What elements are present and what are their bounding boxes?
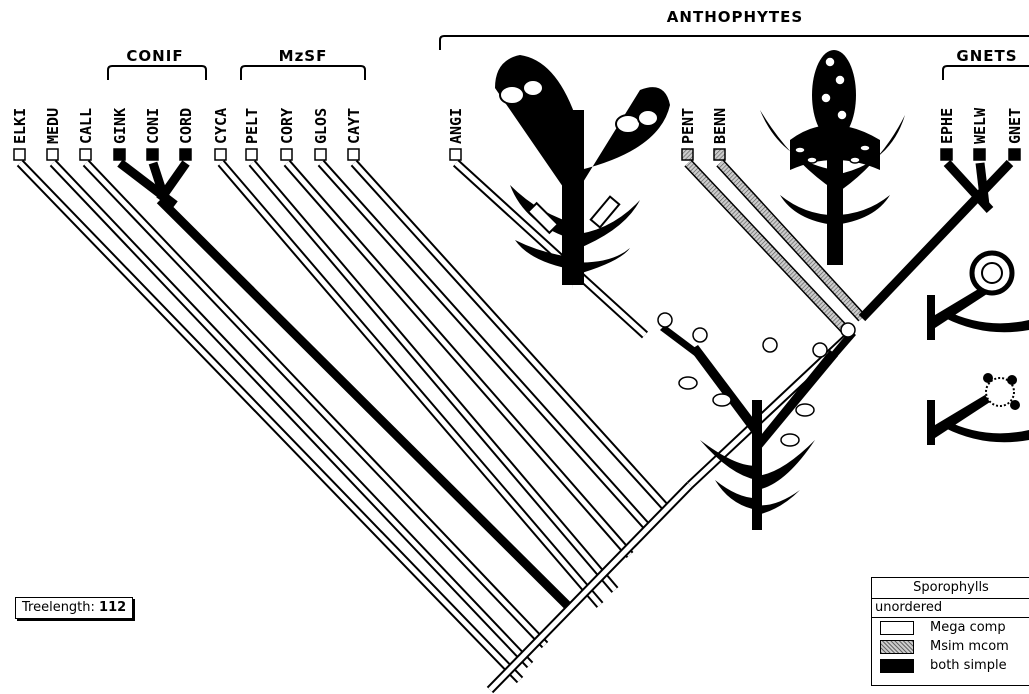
character-state-box [180,149,191,160]
branch-segment [160,200,568,606]
legend-item-label: both simple [930,658,1007,673]
tree-branches [20,163,1010,690]
legend-subtitle: unordered [872,599,1029,618]
legend-item-mega-comp: Mega comp [872,618,1029,637]
character-state-box [114,149,125,160]
taxon-benn: BENN [711,108,729,160]
taxon-label: GLOS [312,108,330,144]
character-state-box [215,149,226,160]
angiosperm-flower-illustration [495,55,670,290]
taxon-welw: WELW [971,107,989,160]
legend-swatch-hatched [880,640,914,654]
taxon-cayt: CAYT [345,108,363,160]
group-label-anthophytes: ANTHOPHYTES [667,8,803,26]
treelength-value: 112 [99,600,126,615]
character-state-box [941,149,952,160]
treelength-label: Treelength: [22,600,95,615]
character-state-box [281,149,292,160]
taxon-label: CALL [77,108,95,144]
legend-item-label: Mega comp [930,620,1006,635]
taxon-cyca: CYCA [212,108,230,160]
character-state-box [14,149,25,160]
character-state-box [315,149,326,160]
bracket-gnets [943,66,1029,80]
taxon-label: CORY [278,108,296,144]
taxon-label: CYCA [212,108,230,144]
taxon-ephe: EPHE [938,108,956,160]
character-state-box [450,149,461,160]
legend-item-msim-mcom: Msim mcom [872,637,1029,656]
gnetalean-ovule-illustrations [927,253,1029,445]
character-state-box [147,149,158,160]
character-state-box [246,149,257,160]
taxon-label: CORD [177,108,195,144]
taxon-label: GNET [1006,108,1024,144]
character-state-box [47,149,58,160]
legend-item-both-simple: both simple [872,656,1029,675]
legend-title: Sporophylls [872,578,1029,599]
group-label-gnets: GNETS [956,47,1017,65]
taxon-cord: CORD [177,108,195,160]
taxon-label: BENN [711,108,729,144]
group-brackets [108,36,1029,80]
branch-segment [53,163,530,665]
taxon-label: WELW [971,107,989,144]
taxon-label: EPHE [938,108,956,144]
character-state-box [1009,149,1020,160]
legend-swatch-solid [880,659,914,673]
branch-segment [688,163,850,335]
taxon-label: ELKI [11,108,29,144]
taxon-medu: MEDU [44,108,62,160]
taxon-label: ANGI [447,108,465,144]
taxon-call: CALL [77,108,95,160]
treelength-box: Treelength: 112 [15,597,133,619]
taxon-label: CONI [144,108,162,144]
character-state-box [348,149,359,160]
taxon-cory: CORY [278,108,296,160]
bracket-anthophytes [440,36,1029,50]
branch-segment [160,163,186,200]
taxon-angi: ANGI [447,108,465,160]
taxon-label: PELT [243,108,261,144]
character-legend: Sporophylls unordered Mega comp Msim mco… [871,577,1029,686]
character-state-box [714,149,725,160]
group-label-conif: CONIF [126,47,183,65]
taxon-gnet: GNET [1006,108,1024,160]
legend-swatch-open [880,621,914,635]
taxon-label: CAYT [345,108,363,144]
taxon-gink: GINK [111,108,129,160]
taxon-pent: PENT [679,108,697,160]
taxon-label: MEDU [44,108,62,144]
taxon-coni: CONI [144,108,162,160]
character-state-box [80,149,91,160]
character-state-box [682,149,693,160]
taxon-label: GINK [111,108,129,144]
bracket-mzsf [241,66,365,80]
cordaitean-shoot-illustration [658,313,856,530]
branch-segment [980,163,985,205]
taxon-glos: GLOS [312,108,330,160]
legend-item-label: Msim mcom [930,639,1009,654]
character-state-box [974,149,985,160]
group-label-mzsf: MzSF [279,47,328,65]
taxon-pelt: PELT [243,108,261,160]
taxon-elki: ELKI [11,108,29,160]
taxon-label: PENT [679,108,697,144]
bracket-conif [108,66,206,80]
